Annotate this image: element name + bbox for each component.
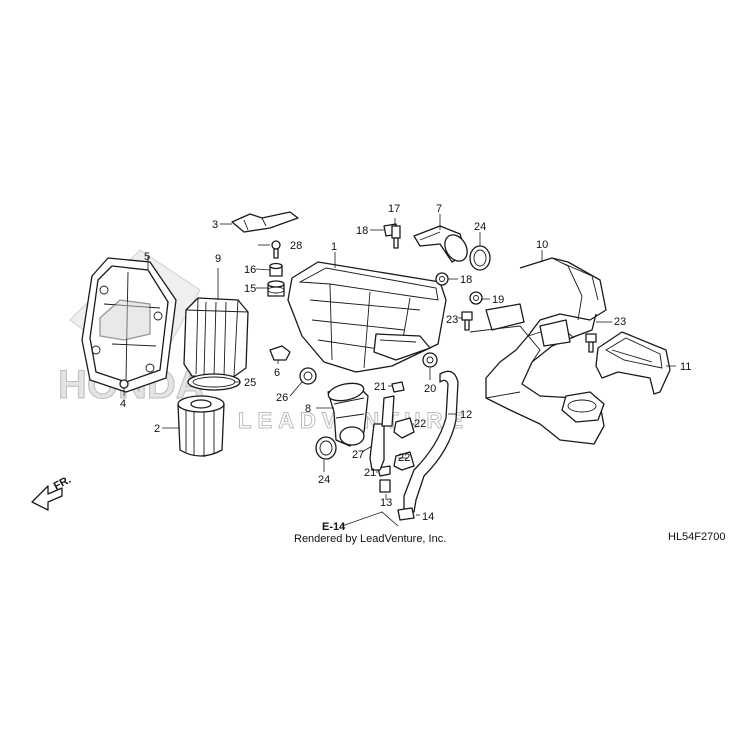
part-3-bracket[interactable] xyxy=(231,211,299,233)
callout-2: 2 xyxy=(154,423,160,435)
diagram-code: HL54F2700 xyxy=(668,531,726,543)
callout-24-lower: 24 xyxy=(318,474,330,486)
callout-19-upper: 18 xyxy=(460,274,472,286)
callout-22-upper: 22 xyxy=(414,418,426,430)
part-10-intake-duct[interactable] xyxy=(469,257,607,445)
callouts: 3 28 16 15 5 9 25 4 2 6 26 1 18 17 7 24 … xyxy=(120,203,691,523)
callout-7: 7 xyxy=(436,203,442,215)
callout-26: 26 xyxy=(276,392,288,404)
callout-24-upper: 24 xyxy=(474,221,486,233)
callout-25: 25 xyxy=(244,377,256,389)
callout-5: 5 xyxy=(144,251,150,263)
part-19-grommet-upper[interactable] xyxy=(435,272,449,286)
callout-9: 9 xyxy=(215,253,221,265)
callout-18: 18 xyxy=(356,225,368,237)
direction-label: FR. xyxy=(52,474,73,493)
callout-17: 17 xyxy=(388,203,400,215)
part-9-filter-element[interactable] xyxy=(183,297,249,379)
callout-28: 28 xyxy=(290,240,302,252)
callout-27: 27 xyxy=(352,449,364,461)
callout-6: 6 xyxy=(274,367,280,379)
callout-1: 1 xyxy=(331,241,337,253)
part-7-duct-elbow[interactable] xyxy=(413,225,472,265)
leader-lines xyxy=(123,214,676,527)
render-caption: Rendered by LeadVenture, Inc. xyxy=(294,533,446,545)
part-28-bolt[interactable] xyxy=(271,240,281,259)
part-8-connecting-tube[interactable] xyxy=(327,380,369,447)
part-26-grommet[interactable] xyxy=(299,367,317,385)
part-23-screw-left[interactable] xyxy=(461,311,473,331)
callout-15: 15 xyxy=(244,283,256,295)
part-14-clip[interactable] xyxy=(397,507,415,521)
part-25-band[interactable] xyxy=(187,373,241,391)
part-20-grommet[interactable] xyxy=(422,352,438,368)
callout-10: 10 xyxy=(536,239,548,251)
reference-label: E-14 xyxy=(322,521,346,533)
part-22-clamp-lower[interactable] xyxy=(393,451,415,471)
callout-11: 11 xyxy=(680,361,691,373)
part-6-clip[interactable] xyxy=(269,345,291,361)
part-24-clamp-upper[interactable] xyxy=(469,245,491,271)
part-16-collar[interactable] xyxy=(269,262,283,277)
callout-19-lower: 19 xyxy=(492,294,504,306)
callout-3: 3 xyxy=(212,219,218,231)
part-23-screw-right[interactable] xyxy=(585,333,597,353)
part-1-air-cleaner-case[interactable] xyxy=(287,261,447,373)
part-24-clamp-lower[interactable] xyxy=(315,436,337,460)
callout-13: 13 xyxy=(380,497,392,509)
part-27-hose[interactable] xyxy=(369,395,395,471)
part-22-clamp-upper[interactable] xyxy=(393,417,415,439)
part-11-duct-outlet[interactable] xyxy=(595,331,671,395)
callout-16: 16 xyxy=(244,264,256,276)
callout-23-right: 23 xyxy=(614,316,626,328)
part-4-screw[interactable] xyxy=(119,379,129,389)
callout-8: 8 xyxy=(305,403,311,415)
front-direction-arrow: FR. xyxy=(31,474,73,511)
part-2-pre-filter[interactable] xyxy=(177,395,225,457)
part-5-air-cleaner-cover[interactable] xyxy=(81,257,177,393)
part-19-grommet-lower[interactable] xyxy=(469,291,483,305)
callout-20: 20 xyxy=(424,383,436,395)
callout-21-upper: 21 xyxy=(374,381,386,393)
callout-23-left: 23 xyxy=(446,314,458,326)
part-21-clip-upper[interactable] xyxy=(391,381,405,393)
callout-12: 12 xyxy=(460,409,472,421)
callout-21-lower: 21 xyxy=(364,467,376,479)
part-17-bolt[interactable] xyxy=(391,225,401,249)
callout-22-lower: 22 xyxy=(398,452,410,464)
part-15-grommet[interactable] xyxy=(267,280,285,297)
callout-4: 4 xyxy=(120,398,126,410)
callout-14: 14 xyxy=(422,511,434,523)
part-13-drain-plug[interactable] xyxy=(379,479,391,493)
